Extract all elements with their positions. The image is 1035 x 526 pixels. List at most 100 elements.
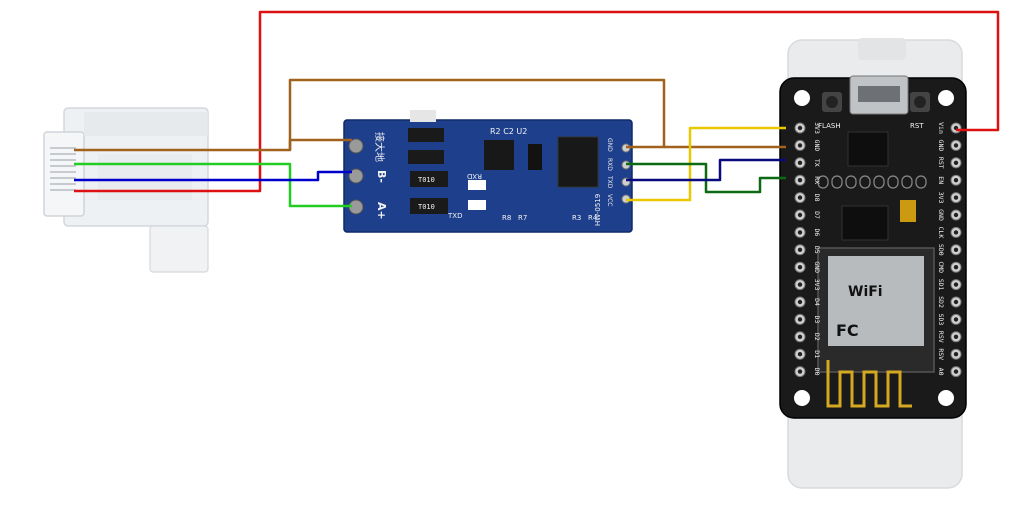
pin-hole-center xyxy=(953,178,959,183)
wire-blue xyxy=(74,170,352,182)
pin-hole-center xyxy=(953,352,959,357)
pin-label-right-rst: RST xyxy=(937,157,945,169)
pin-hole-center xyxy=(953,334,959,339)
label-a-plus: A+ xyxy=(375,202,388,220)
pin-hole-center xyxy=(953,247,959,252)
pin-label-left-d0: D0 xyxy=(813,368,821,376)
pin-hole-center xyxy=(953,369,959,374)
flash-label: FLASH xyxy=(818,122,841,130)
pin-label-right-sd0: SD0 xyxy=(937,244,945,256)
rst-label: RST xyxy=(910,122,924,130)
pin-label-left-d4: D4 xyxy=(813,298,821,306)
pin-label-right-rsv: RSV xyxy=(937,348,945,360)
r3-label: R3 xyxy=(572,214,581,222)
pin-hole-center xyxy=(797,160,803,165)
pin-hole-center xyxy=(953,282,959,287)
r7-label: R7 xyxy=(518,214,527,222)
chinese-label: 接大地 xyxy=(373,132,386,162)
nodemcu-left-pin-holes xyxy=(794,122,806,378)
nodemcu-right-pin-holes xyxy=(950,122,962,378)
pin-label-right-gnd: GND xyxy=(937,140,945,152)
pin-label-left-rx: RX xyxy=(813,176,821,184)
pin-label-left-gnd: GND xyxy=(813,140,821,152)
pin-hole-center xyxy=(797,178,803,183)
pin-label-left-tx: TX xyxy=(813,159,821,167)
model-label: HW-0519 xyxy=(594,194,602,226)
r8-label: R8 xyxy=(502,214,511,222)
screw-terminal xyxy=(348,138,364,215)
rj45-contacts xyxy=(50,147,76,191)
wire-brown-gnd xyxy=(288,138,352,150)
pin-label-right-a0: A0 xyxy=(937,368,945,376)
pin-hole-center xyxy=(953,299,959,305)
pin-hole-center xyxy=(797,143,803,148)
wires xyxy=(74,10,1000,208)
silk-top: R2 C2 U2 xyxy=(490,127,527,136)
pin-label-left-gnd: GND xyxy=(813,261,821,273)
resistor-2-label: T010 xyxy=(418,203,435,211)
pin-hole-center xyxy=(953,317,959,322)
pin-hole-center xyxy=(797,299,803,305)
pin-hole-center xyxy=(953,212,959,218)
pin-hole-center xyxy=(797,125,803,131)
pin-label-left-d6: D6 xyxy=(813,228,821,236)
pin-label-left-d5: D5 xyxy=(813,246,821,254)
pin-label-left-3v3: 3V3 xyxy=(813,122,821,134)
pin-label-left-d1: D1 xyxy=(813,350,821,358)
wire-green xyxy=(74,162,352,208)
pin-label-right-clk: CLK xyxy=(937,227,945,239)
pin-label-right-3v3: 3V3 xyxy=(937,192,945,204)
usb-uart-chip xyxy=(847,131,889,167)
chip-small xyxy=(484,140,514,170)
pin-txd-label: TXD xyxy=(606,175,613,189)
pin-hole-center xyxy=(953,160,959,165)
pin-hole-center xyxy=(953,230,959,235)
pin-hole-center xyxy=(953,195,959,200)
pin-label-left-d2: D2 xyxy=(813,333,821,341)
pin-hole-center xyxy=(797,230,803,235)
pin-hole-center xyxy=(797,334,803,339)
pin-hole-center xyxy=(953,265,959,270)
pin-gnd-label: GND xyxy=(606,138,613,152)
pin-label-right-gnd: GND xyxy=(937,209,945,221)
led-txd-label: TXD xyxy=(447,212,462,220)
r4-label: R4 xyxy=(588,214,598,222)
pin-label-right-vin: Vin xyxy=(937,122,945,134)
smd-pads xyxy=(817,175,927,189)
wire-red xyxy=(74,10,1000,193)
pin-label-right-sd3: SD3 xyxy=(937,314,945,326)
pin-vcc-label: VCC xyxy=(606,194,613,206)
antenna-trace xyxy=(826,360,912,408)
pin-hole-center xyxy=(797,195,803,200)
wifi-logo: WiFi xyxy=(848,284,883,300)
pin-label-left-d8: D8 xyxy=(813,194,821,202)
pin-hole-center xyxy=(797,317,803,322)
pin-hole-center xyxy=(797,247,803,252)
nodemcu-right-pin-labels: VinGNDRSTEN3V3GNDCLKSD0CMDSD1SD2SD3RSVRS… xyxy=(937,122,945,375)
pin-hole-center xyxy=(797,369,803,374)
pin-label-right-sd1: SD1 xyxy=(937,279,945,291)
pin-hole-center xyxy=(953,143,959,148)
pin-label-left-3v3: 3V3 xyxy=(813,279,821,291)
pin-hole-center xyxy=(797,212,803,218)
fc-logo: FC xyxy=(836,321,859,340)
pin-label-right-sd2: SD2 xyxy=(937,296,945,308)
pin-label-left-d3: D3 xyxy=(813,315,821,323)
pin-hole-center xyxy=(797,265,803,270)
wire-dark-green xyxy=(626,162,786,194)
pin-label-right-en: EN xyxy=(937,176,945,184)
rs485-module: R2 C2 U2 接大地 B- A+ T010 T010 RXD TXD R8 … xyxy=(343,110,633,233)
pin-label-right-cmd: CMD xyxy=(937,261,945,273)
pin-label-right-rsv: RSV xyxy=(937,331,945,343)
led-rxd-label: RXD xyxy=(467,172,482,180)
pin-label-left-d7: D7 xyxy=(813,211,821,219)
wire-dark-blue xyxy=(626,158,786,182)
resistor-1-label: T010 xyxy=(418,176,435,184)
pin-rxd-label: RXD xyxy=(606,158,613,171)
regulator-chip xyxy=(841,205,889,241)
pin-hole-center xyxy=(797,352,803,357)
wire-brown-rj45 xyxy=(74,78,666,152)
